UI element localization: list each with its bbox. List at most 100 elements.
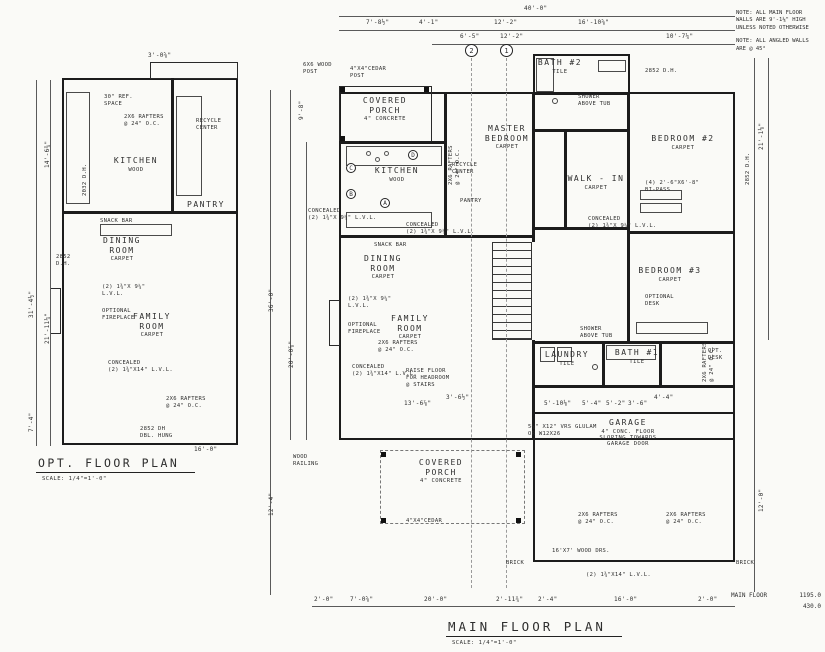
washer xyxy=(540,347,555,362)
porch-post xyxy=(340,136,345,141)
annotation-label: 2852 D.H. xyxy=(645,68,678,74)
wall-segment xyxy=(339,235,535,238)
wall-segment xyxy=(533,129,630,132)
porch-post xyxy=(381,518,386,523)
rear-porch-outline xyxy=(380,450,525,524)
wall-segment xyxy=(532,94,535,242)
main-plan-title: MAIN FLOOR PLAN xyxy=(446,619,622,637)
dimension-label: 16'-0" xyxy=(614,596,638,603)
dimension-label: 7'-8½" xyxy=(366,19,390,26)
annotation-label: WOOD RAILING xyxy=(293,454,319,467)
garage-outline xyxy=(533,412,735,562)
bath2-tub xyxy=(536,58,554,92)
dimension-label: 10'-7¼" xyxy=(666,33,694,40)
stove-burner xyxy=(375,157,380,162)
porch-post xyxy=(381,452,386,457)
dimension-label: 40'-0" xyxy=(524,5,548,12)
porch-post xyxy=(516,518,521,523)
porch-post xyxy=(516,452,521,457)
annotation-label: 2852 D.H. xyxy=(745,152,751,185)
main-plan-scale: SCALE: 1/4"=1'-0" xyxy=(452,640,517,646)
wall-segment xyxy=(444,92,447,238)
dimension-label: 21'-1⅛" xyxy=(758,122,765,150)
note-angled-walls: NOTE: ALL ANGLED WALLS ARE @ 45° xyxy=(736,38,809,52)
wall-segment xyxy=(628,231,735,234)
area-row: 430.0 xyxy=(731,603,821,610)
snack-bar-counter xyxy=(346,212,432,228)
dimension-line xyxy=(312,606,735,607)
dimension-label: 7'-0⅝" xyxy=(350,596,374,603)
dimension-label: 3'-0⅝" xyxy=(148,52,172,59)
wall-segment xyxy=(627,232,630,342)
dimension-label: 16'-0" xyxy=(194,446,218,453)
annotation-label: 4"X4"CEDAR POST xyxy=(350,66,387,79)
dimension-label: 2'-11¾" xyxy=(496,596,524,603)
annotation-label: (2) 1¾"X14" L.V.L. xyxy=(586,572,652,578)
dimension-line xyxy=(768,58,769,340)
dimension-label: 16'-10⅝" xyxy=(578,19,610,26)
stairs xyxy=(492,242,532,340)
opt-kitchen-counter xyxy=(66,92,90,204)
dimension-label: 12'-2" xyxy=(500,33,524,40)
wall-segment xyxy=(659,342,662,386)
dimension-line xyxy=(754,58,755,592)
section-marker: 1 xyxy=(500,44,513,57)
dimension-line xyxy=(432,44,735,45)
area-value: 430.0 xyxy=(802,603,821,610)
dimension-line xyxy=(339,16,735,17)
stove-burner xyxy=(366,151,371,156)
annotation-label: BRICK xyxy=(506,560,525,566)
kitchen-counter xyxy=(346,146,442,166)
dimension-line xyxy=(36,80,37,446)
opt-appliance-wall xyxy=(176,96,202,196)
dimension-label: 2'-4" xyxy=(538,596,558,603)
opt-plan-top-bump xyxy=(150,62,238,79)
porch-post xyxy=(424,87,429,92)
covered-porch-outline xyxy=(339,86,432,142)
opt-plan-scale: SCALE: 1/4"=1'-0" xyxy=(42,476,107,482)
dimension-line xyxy=(339,30,735,31)
dimension-line xyxy=(290,90,291,440)
bedroom3-closet xyxy=(636,322,708,334)
porch-post xyxy=(340,87,345,92)
wall-segment xyxy=(533,385,735,388)
section-centerline xyxy=(506,58,507,588)
wall-segment xyxy=(564,129,567,230)
dimension-label: 2'-0" xyxy=(314,596,334,603)
general-notes: NOTE: ALL MAIN FLOOR WALLS ARE 9'-1⅛" HI… xyxy=(736,10,820,59)
dimension-label: 12'-2" xyxy=(494,19,518,26)
dimension-label: 6'-5" xyxy=(460,33,480,40)
area-value: 1195.0 xyxy=(799,592,821,599)
dimension-label: 31'-4½" xyxy=(28,290,35,318)
note-wall-height: NOTE: ALL MAIN FLOOR WALLS ARE 9'-1⅛" HI… xyxy=(736,10,809,31)
wall-segment xyxy=(533,227,630,230)
opt-fireplace-bump xyxy=(50,288,61,334)
section-centerline xyxy=(471,58,472,588)
opt-plan-title: OPT. FLOOR PLAN xyxy=(36,456,196,473)
dryer xyxy=(557,347,572,362)
dimension-label: 4'-1" xyxy=(419,19,439,26)
wall-segment xyxy=(62,211,238,214)
wall-segment xyxy=(602,342,605,386)
main-fireplace-bump xyxy=(329,300,340,346)
annotation-label: 6X6 WOOD POST xyxy=(303,62,332,75)
wall-segment xyxy=(339,141,445,144)
bath2-bump-outline xyxy=(533,54,630,95)
dimension-line xyxy=(50,80,51,446)
opt-plan-title-block: OPT. FLOOR PLAN SCALE: 1/4"=1'-0" xyxy=(36,452,196,482)
annotation-label: BRICK xyxy=(736,560,755,566)
dimension-label: 7'-4" xyxy=(28,412,35,432)
opt-plan-outline xyxy=(62,78,238,445)
dimension-label: 9'-8" xyxy=(298,100,305,120)
dimension-line xyxy=(270,90,271,595)
dimension-label: 2'-0" xyxy=(698,596,718,603)
wall-segment xyxy=(533,341,735,344)
wall-segment xyxy=(171,78,174,212)
opt-snack-bar-counter xyxy=(100,224,172,236)
section-marker: 2 xyxy=(465,44,478,57)
wall-segment xyxy=(627,92,630,232)
bath2-vanity xyxy=(598,60,626,72)
